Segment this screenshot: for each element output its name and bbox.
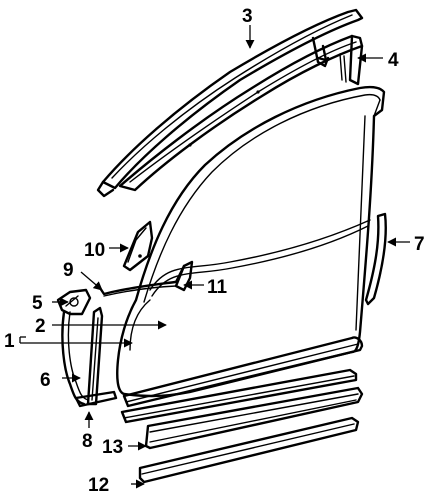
callout-9: 9 (63, 260, 74, 281)
callout-labels: 3 4 7 10 9 11 5 2 1 6 8 13 12 (4, 6, 425, 496)
callout-5: 5 (32, 293, 43, 314)
door-weatherstrip (61, 310, 89, 406)
front-door-panel (116, 85, 386, 398)
side-molding (144, 386, 364, 450)
callout-4: 4 (388, 50, 399, 71)
callout-13: 13 (102, 437, 123, 458)
lower-pillar-seal (74, 306, 118, 408)
callout-3: 3 (242, 6, 253, 27)
door-frame-molding (118, 34, 364, 192)
callout-7: 7 (414, 234, 425, 255)
mirror-patch (122, 220, 154, 272)
corner-bracket (174, 260, 194, 292)
callout-6: 6 (40, 370, 51, 391)
callout-1: 1 (4, 331, 15, 352)
callout-12: 12 (88, 475, 109, 496)
glass-run-channel (98, 280, 177, 297)
callout-8: 8 (82, 431, 93, 452)
callout-2: 2 (35, 316, 46, 337)
rocker-molding (138, 416, 360, 484)
callout-leaders (19, 25, 410, 489)
callout-11: 11 (207, 277, 228, 298)
door-lower-moldings (120, 336, 364, 424)
rear-edge-molding (364, 212, 387, 306)
callout-10: 10 (84, 240, 105, 261)
